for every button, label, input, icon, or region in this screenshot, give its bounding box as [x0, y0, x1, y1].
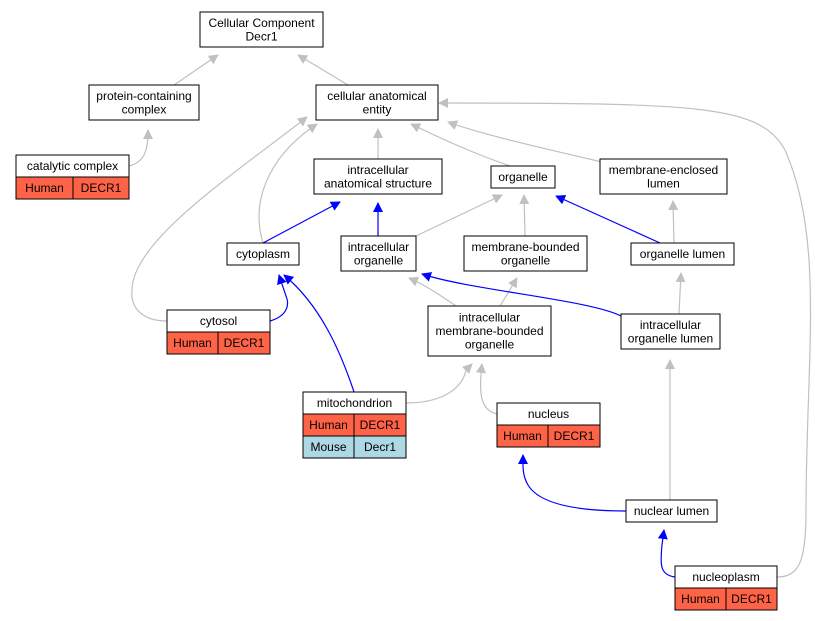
annotation-row: Human DECR1	[674, 587, 778, 611]
node-label: complex	[122, 102, 167, 116]
node-label: intracellular	[459, 311, 520, 325]
annotation-row: Human DECR1	[496, 424, 601, 448]
species-label: Human	[681, 592, 720, 606]
edge-mitochondrion-to-intracellular-membrane-bounded-organelle	[405, 363, 473, 404]
organelle-lumen-node[interactable]: organelle lumen	[630, 242, 735, 266]
edge-cytosol-to-cytoplasm	[269, 274, 289, 322]
gene-label: DECR1	[360, 418, 401, 432]
annotation-row: Mouse Decr1	[302, 435, 407, 459]
node-label: organelle	[465, 338, 515, 352]
node-label: cellular anatomical	[327, 89, 426, 103]
node-label: Decr1	[245, 29, 277, 43]
node-label: organelle lumen	[628, 331, 713, 345]
edges-layer	[128, 54, 812, 578]
edge-cytoplasm-to-cellular-anatomical-entity	[258, 123, 318, 244]
annotation-row: Human DECR1	[166, 331, 271, 355]
edge-mitochondrion-to-cytoplasm	[283, 274, 355, 393]
edge-nucleoplasm-to-nuclear-lumen	[657, 529, 676, 578]
organelle-node[interactable]: organelle	[490, 165, 556, 189]
node-label: membrane-bounded	[471, 240, 579, 254]
edge-nucleoplasm-to-cellular-anatomical-entity	[438, 98, 812, 578]
species-label: Human	[25, 181, 64, 195]
edge-nuclear-lumen-to-nucleus	[517, 454, 627, 512]
species-label: Human	[309, 418, 348, 432]
gene-label: DECR1	[731, 592, 772, 606]
gene-label: DECR1	[554, 429, 595, 443]
node-label: organelle	[501, 253, 551, 267]
cytoplasm-node[interactable]: cytoplasm	[226, 242, 300, 266]
node-label: organelle	[354, 253, 404, 267]
edge-organelle-to-cellular-anatomical-entity	[410, 123, 511, 167]
nodes-layer: Cellular ComponentDecr1protein-containin…	[15, 11, 778, 611]
node-label: nucleus	[528, 407, 569, 421]
node-label: intracellular	[640, 318, 701, 332]
edge-membrane-bounded-organelle-to-organelle	[519, 194, 530, 237]
gene-label: DECR1	[81, 181, 122, 195]
node-label: organelle	[498, 170, 548, 184]
species-label: Human	[173, 336, 212, 350]
node-label: nucleoplasm	[692, 570, 759, 584]
node-label: cytoplasm	[236, 247, 290, 261]
node-label: membrane-bounded	[435, 324, 543, 338]
edge-cytoplasm-to-intracellular-anatomical-structure	[262, 201, 341, 244]
node-label: Cellular Component	[208, 16, 315, 30]
node-label: cytosol	[200, 314, 237, 328]
edge-catalytic-complex-to-protein-containing-complex	[128, 129, 153, 167]
node-label: anatomical structure	[324, 176, 432, 190]
edge-organelle-lumen-to-membrane-enclosed-lumen	[668, 200, 679, 244]
gene-label: Decr1	[364, 440, 396, 454]
node-label: entity	[363, 102, 392, 116]
nuclear-lumen-node[interactable]: nuclear lumen	[625, 499, 718, 523]
edge-organelle-lumen-to-organelle	[555, 195, 661, 244]
node-label: lumen	[647, 176, 680, 190]
species-label: Mouse	[310, 440, 346, 454]
annotation-row: Human DECR1	[15, 176, 130, 200]
edge-intracellular-organelle-lumen-to-intracellular-organelle	[421, 272, 622, 317]
node-label: catalytic complex	[27, 159, 118, 173]
node-label: mitochondrion	[317, 396, 392, 410]
node-label: intracellular	[348, 240, 409, 254]
gene-label: DECR1	[224, 336, 265, 350]
node-label: organelle lumen	[640, 247, 725, 261]
edge-nucleus-to-intracellular-membrane-bounded-organelle	[476, 363, 498, 415]
node-label: protein-containing	[96, 89, 191, 103]
edge-cellular-anatomical-entity-to-cellular-component	[297, 54, 349, 86]
node-label: membrane-enclosed	[609, 163, 718, 177]
edge-protein-containing-complex-to-cellular-component	[173, 54, 219, 86]
node-label: nuclear lumen	[634, 504, 709, 518]
node-label: intracellular	[347, 163, 408, 177]
edge-intracellular-organelle-to-organelle	[415, 194, 503, 237]
species-label: Human	[503, 429, 542, 443]
edge-intracellular-membrane-bounded-organelle-to-intracellular-organelle	[408, 277, 457, 307]
edge-cytosol-to-cellular-anatomical-entity	[131, 116, 308, 322]
annotation-row: Human DECR1	[302, 413, 407, 437]
edge-intracellular-organelle-lumen-to-organelle-lumen	[675, 272, 686, 315]
edge-membrane-enclosed-lumen-to-cellular-anatomical-entity	[447, 120, 603, 163]
